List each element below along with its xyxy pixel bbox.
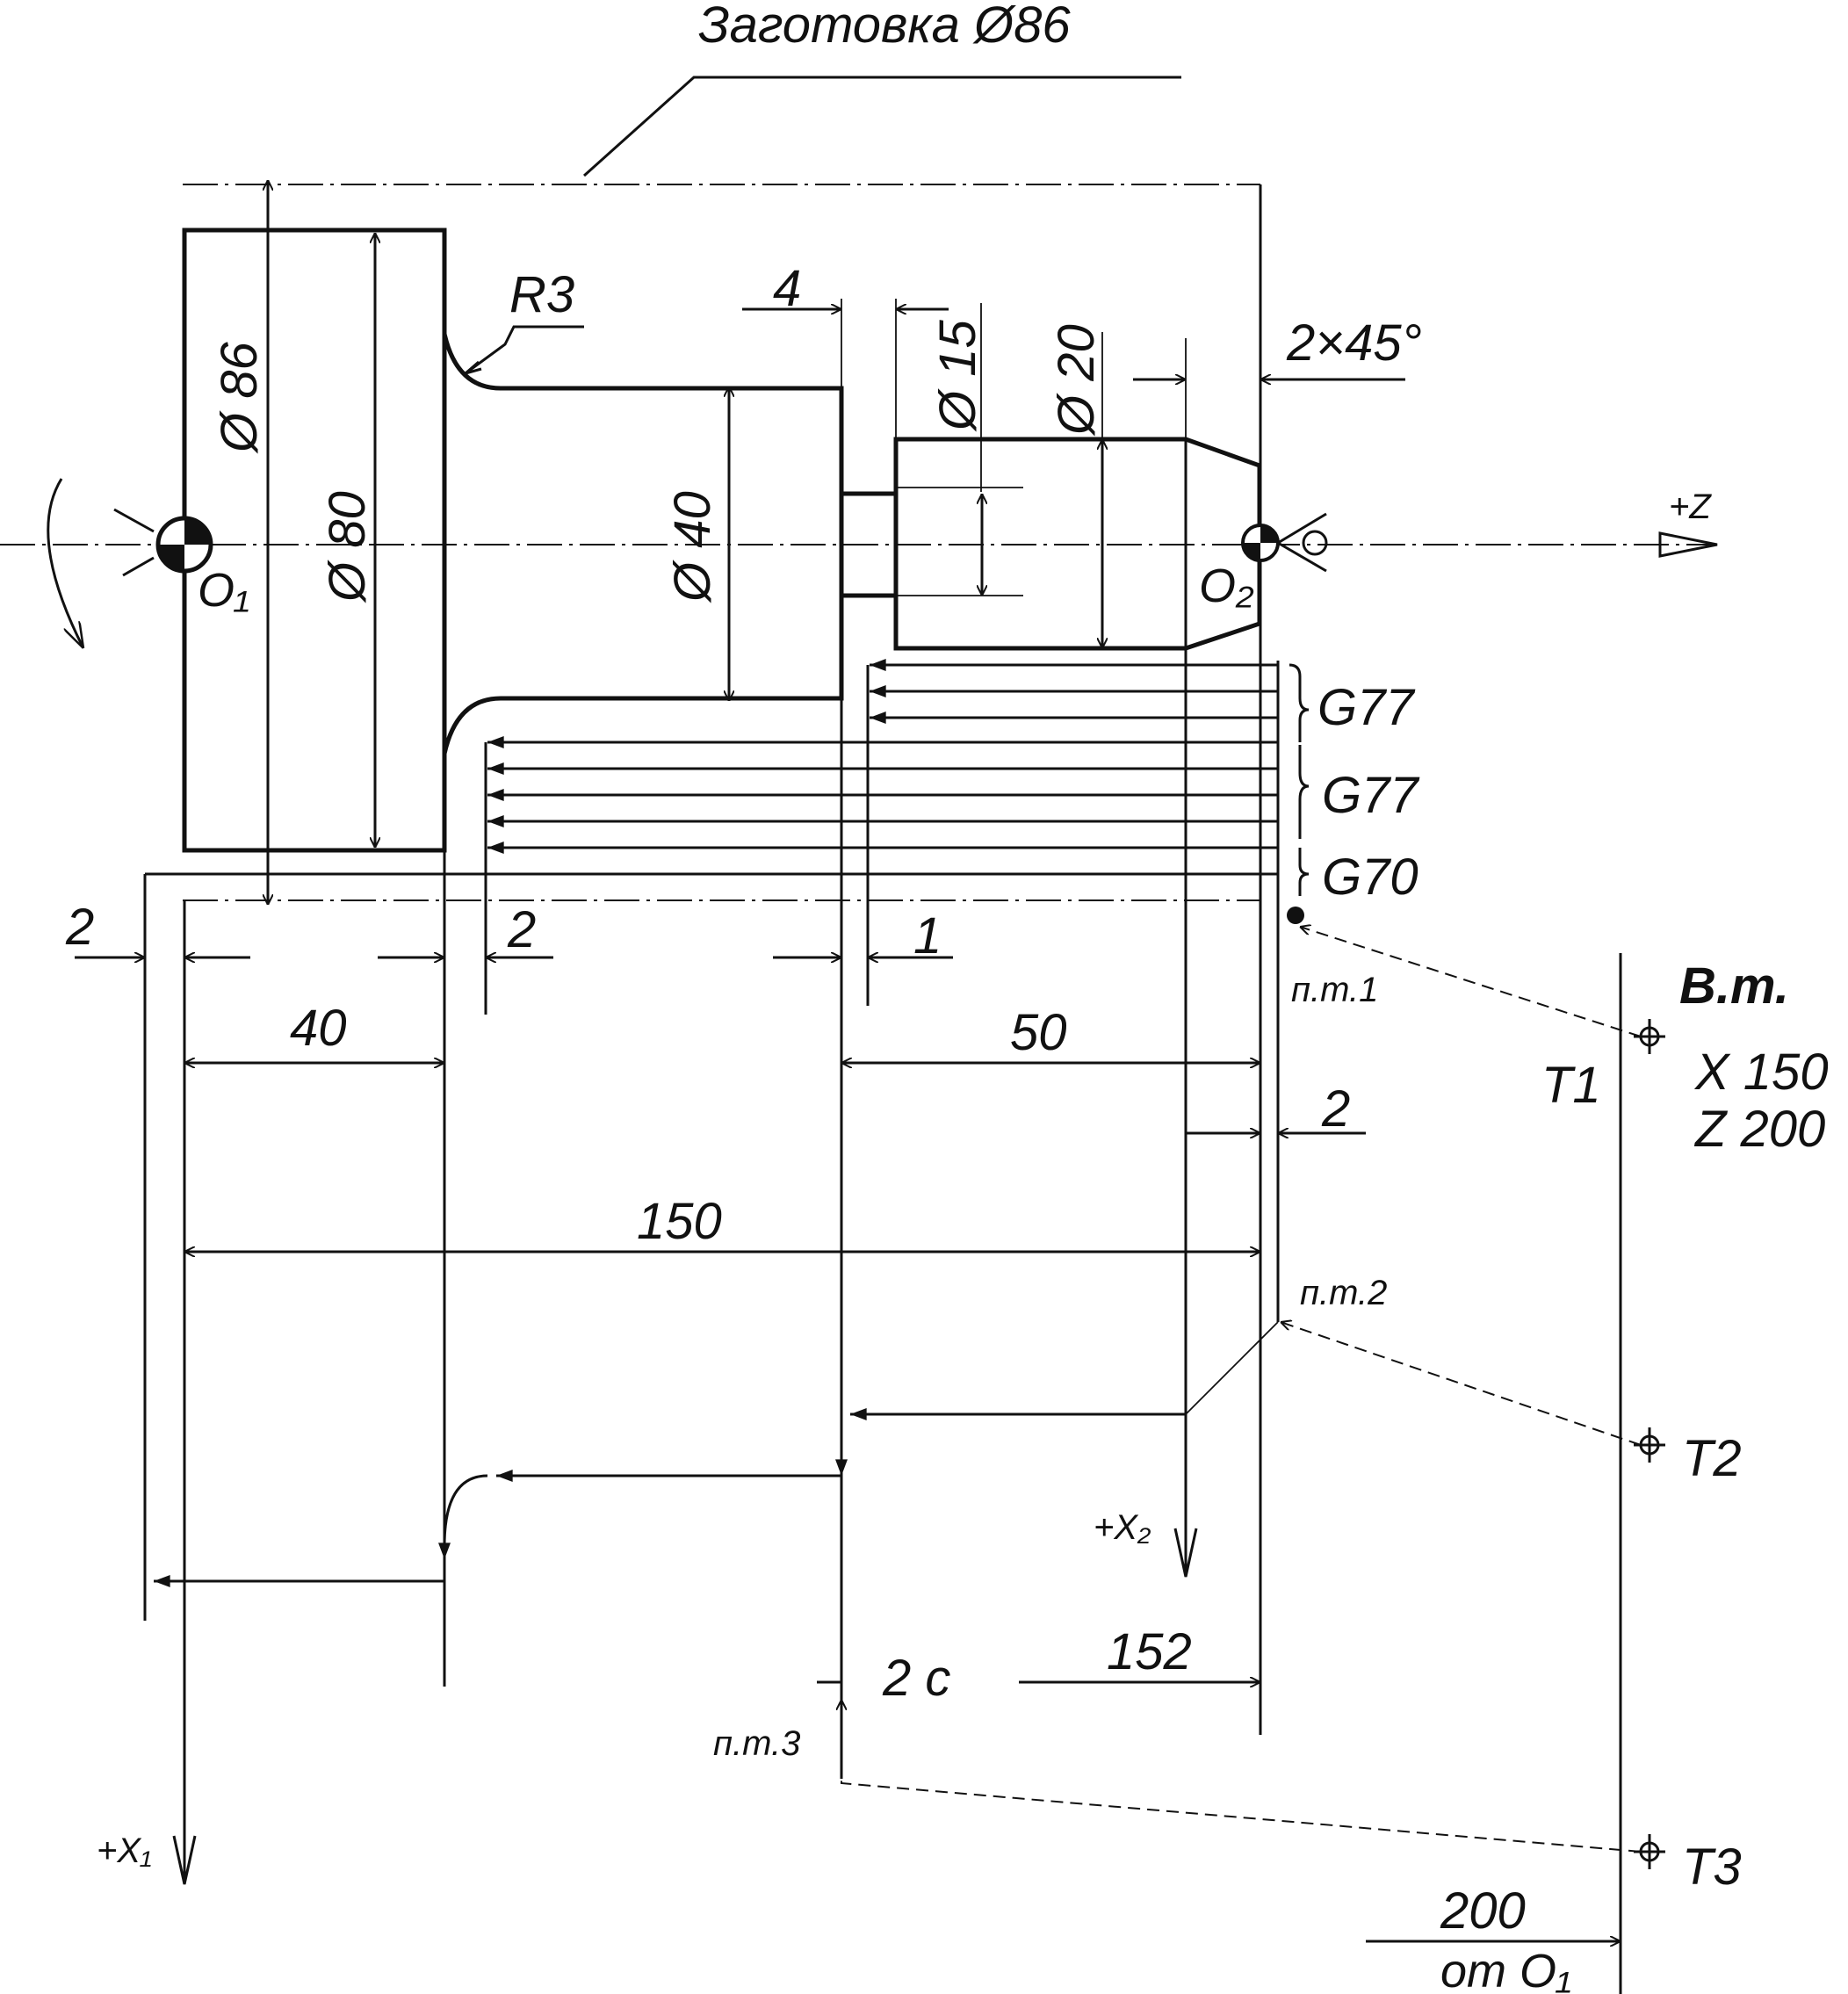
- tool-turret: [841, 927, 1665, 1994]
- stock-label: Заготовка Ø86: [698, 0, 1071, 54]
- dim-2-left-label: 2: [65, 899, 94, 956]
- o2-label: O₂: [1199, 560, 1254, 612]
- t1-label: T1: [1541, 1057, 1601, 1114]
- g-code-braces: [1289, 663, 1310, 896]
- dim-2-mid-label: 2: [507, 901, 536, 958]
- dim-1-label: 1: [913, 907, 942, 964]
- t3-label: T3: [1682, 1839, 1742, 1896]
- dim-40-label: 40: [290, 1000, 347, 1057]
- g70-label: G70: [1322, 849, 1418, 906]
- point-1-label: п.т.1: [1291, 971, 1378, 1009]
- dia-15-label: Ø 15: [929, 320, 986, 432]
- point-3-label: п.т.3: [713, 1724, 800, 1763]
- labels: Заготовка Ø86 R3 4 2×45° Ø 86 Ø 80 Ø 40 …: [65, 0, 1829, 1994]
- dia-86-label: Ø 86: [211, 342, 268, 454]
- z-axis-arrow: [1658, 531, 1718, 558]
- dia-20-label: Ø 20: [1048, 324, 1105, 437]
- x2-axis-label: +X₂: [1094, 1508, 1151, 1547]
- dim-150-label: 150: [637, 1193, 722, 1250]
- tool-paths-g77: [143, 659, 1304, 1621]
- t2-label: T2: [1682, 1430, 1742, 1487]
- dim-2-right-label: 2: [1321, 1080, 1350, 1138]
- g77-label-2: G77: [1322, 767, 1420, 824]
- dwell-label: 2 с: [882, 1650, 950, 1707]
- rotation-arrow-icon: [47, 478, 83, 648]
- origin-o2-symbol: [1241, 512, 1328, 573]
- tool-z-label: Z 200: [1693, 1101, 1825, 1158]
- origin-o1-symbol: [113, 508, 213, 577]
- stock-outline: [183, 76, 1262, 905]
- dim-152-label: 152: [1107, 1623, 1192, 1680]
- dim-4-label: 4: [773, 260, 801, 317]
- tool-x-label: X 150: [1693, 1044, 1829, 1101]
- z-axis-label: +Z: [1669, 488, 1712, 526]
- o1-label: O₁: [198, 564, 249, 617]
- finish-paths: [154, 1321, 1279, 1587]
- point-2-label: п.т.2: [1300, 1274, 1387, 1312]
- width-dimensions: [742, 299, 1405, 439]
- dia-80-label: Ø 80: [319, 491, 376, 603]
- radius-label: R3: [509, 266, 574, 323]
- from-o1-label: от O₁: [1440, 1945, 1571, 1994]
- dim-50-label: 50: [1010, 1004, 1067, 1061]
- chamfer-label: 2×45°: [1286, 314, 1422, 372]
- dim-200-label: 200: [1440, 1882, 1526, 1940]
- bottom-dimensions: [75, 650, 1621, 1941]
- dia-40-label: Ø 40: [664, 491, 721, 603]
- g77-label-1: G77: [1317, 679, 1416, 736]
- x1-axis-label: +X₁: [97, 1831, 152, 1870]
- tool-change-label: В.т.: [1679, 957, 1789, 1015]
- diameter-dimensions: [268, 180, 1102, 905]
